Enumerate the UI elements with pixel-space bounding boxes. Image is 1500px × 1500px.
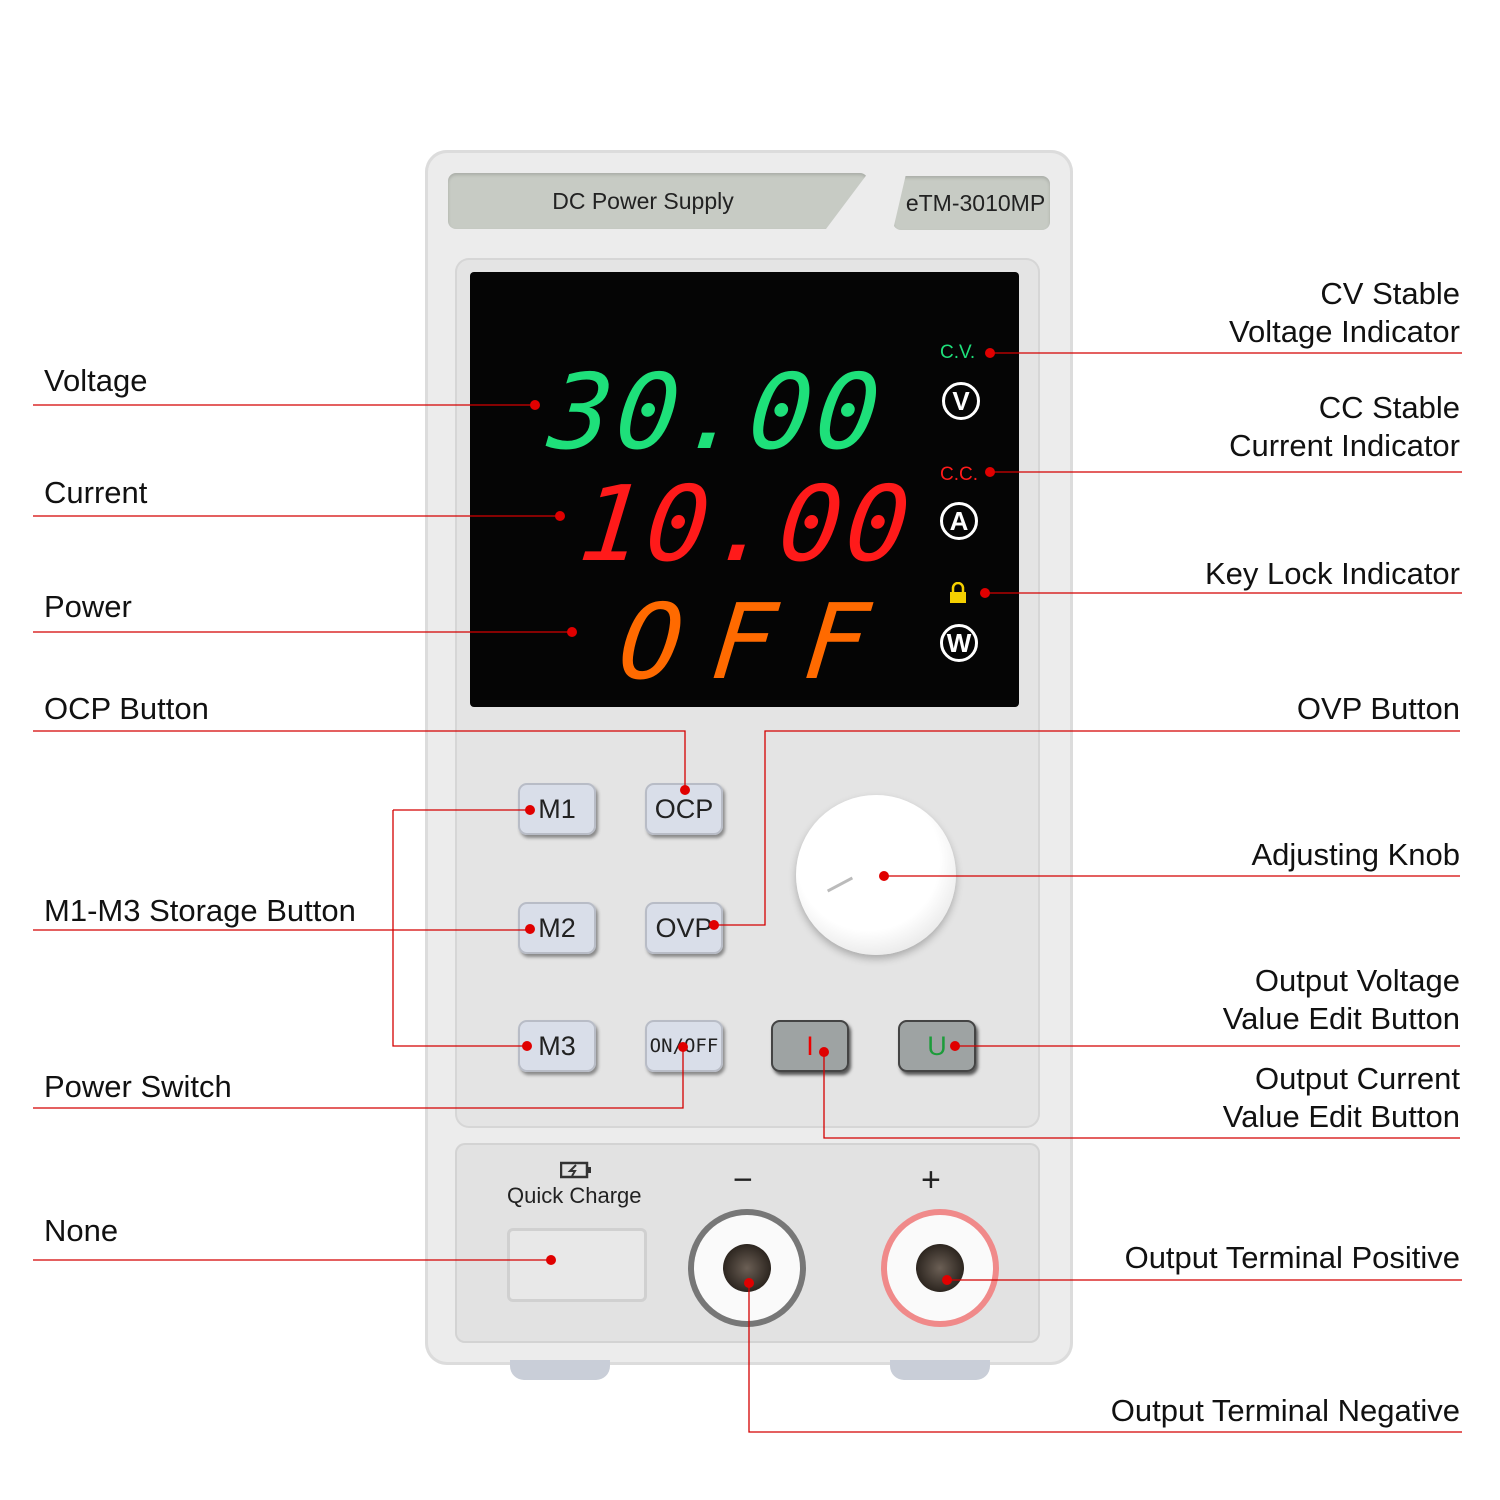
negative-terminal[interactable] [694,1215,800,1321]
callout-current: Current [44,475,148,510]
callout-power-switch: Power Switch [44,1069,232,1104]
callout-positive: Output Terminal Positive [1124,1240,1460,1275]
foot-right [890,1360,990,1380]
watt-unit-icon: W [940,624,978,662]
callout-cc-2: Current Indicator [1229,428,1460,463]
title-plate: DC Power Supply [448,173,868,229]
callout-power: Power [44,589,132,624]
callout-oc-2: Value Edit Button [1222,1099,1460,1134]
cc-indicator: C.C. [940,464,978,485]
plus-label: + [921,1161,941,1199]
callout-ov-2: Value Edit Button [1222,1001,1460,1036]
quick-charge-port [507,1228,647,1302]
callout-knob: Adjusting Knob [1251,837,1460,872]
battery-charge-icon [559,1161,592,1184]
callout-m1-m3: M1-M3 Storage Button [44,893,356,928]
display-screen: 30.00 10.00 OFF C.V. V C.C. A W [470,272,1019,707]
callout-voltage: Voltage [44,363,148,398]
callout-negative: Output Terminal Negative [1110,1393,1460,1428]
cv-indicator: C.V. [940,342,976,363]
output-panel: Quick Charge − + [455,1143,1040,1343]
leader-power-switch [33,1047,684,1109]
callout-none: None [44,1213,119,1248]
volt-unit-icon: V [942,382,980,420]
callout-cc-1: CC Stable [1318,390,1460,425]
model-plate: eTM-3010MP [893,176,1050,230]
minus-label: − [733,1161,753,1199]
leader-ocp [33,730,686,790]
leader-current-edit [823,1050,1460,1139]
foot-left [510,1360,610,1380]
quick-charge-label: Quick Charge [507,1183,642,1208]
callout-ovp: OVP Button [1296,691,1460,726]
callout-cv-2: Voltage Indicator [1229,314,1460,349]
leader-m1-m3 [33,809,530,1047]
leader-negative [748,1283,1462,1433]
leader-ovp [714,730,1460,926]
callout-oc-1: Output Current [1254,1061,1460,1096]
callout-ov-1: Output Voltage [1254,963,1460,998]
current-edit-button[interactable]: I [771,1020,849,1072]
positive-terminal[interactable] [887,1215,993,1321]
lock-icon [949,581,967,609]
callout-ocp: OCP Button [44,691,209,726]
callout-cv-1: CV Stable [1320,276,1460,311]
adjusting-knob[interactable] [796,795,956,955]
callout-key-lock: Key Lock Indicator [1204,556,1460,591]
amp-unit-icon: A [940,502,978,540]
